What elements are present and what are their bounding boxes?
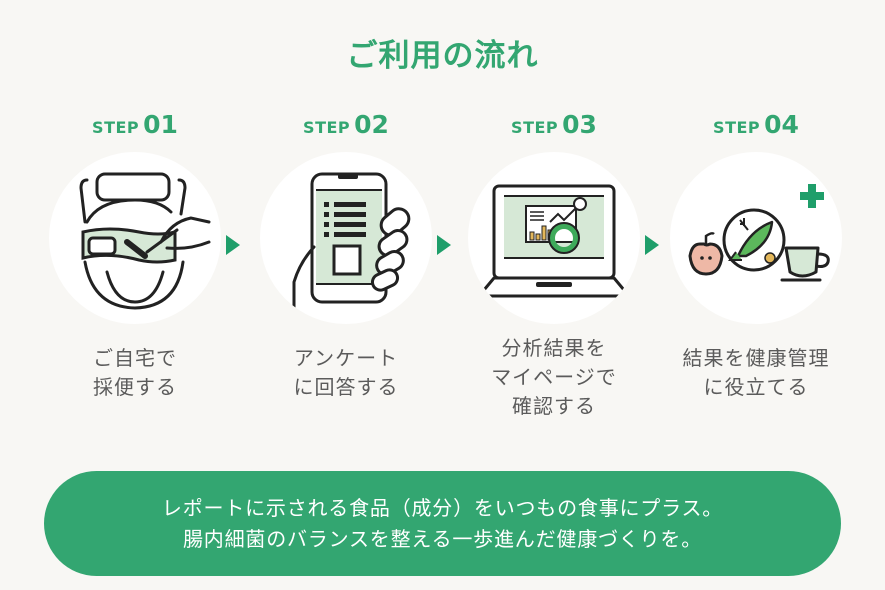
step-illustration-circle: [468, 152, 640, 324]
step-illustration-circle: [49, 152, 221, 324]
step-label: STEP 01: [40, 110, 230, 146]
step-03: STEP 03 分析結果を マイページで 確認する: [459, 110, 649, 421]
plus-icon: [800, 184, 824, 208]
step-description: 結果を健康管理 に役立てる: [661, 344, 851, 402]
step-description: アンケート に回答する: [251, 344, 441, 402]
step-label: STEP 03: [459, 110, 649, 146]
step-word: STEP: [511, 118, 559, 137]
step-01: STEP 01 ご自宅で 採便する: [40, 110, 230, 402]
laptop-report-icon: [482, 184, 626, 298]
banner-line-1: レポートに示される食品（成分）をいつもの食事にプラス。: [161, 495, 724, 520]
desc-line: マイページで: [491, 365, 617, 389]
step-word: STEP: [92, 118, 140, 137]
healthy-food-icon: [688, 184, 830, 282]
smartphone-survey-icon: [292, 172, 411, 324]
step-02: STEP 02 アンケート に回答: [251, 110, 441, 402]
step-number: 04: [764, 110, 799, 139]
desc-line: に役立てる: [703, 375, 809, 399]
desc-line: に回答する: [293, 375, 399, 399]
step-label: STEP 04: [661, 110, 851, 146]
step-illustration-circle: [260, 152, 432, 324]
arrow-right-icon: [226, 235, 240, 255]
arrow-right-icon: [437, 235, 451, 255]
desc-line: 結果を健康管理: [682, 346, 830, 370]
desc-line: 確認する: [512, 394, 596, 418]
desc-line: 採便する: [93, 375, 177, 399]
banner-line-2: 腸内細菌のバランスを整える一歩進んだ健康づくりを。: [183, 526, 702, 551]
desc-line: ご自宅で: [93, 346, 177, 370]
step-number: 02: [354, 110, 389, 139]
arrow-right-icon: [645, 235, 659, 255]
step-description: 分析結果を マイページで 確認する: [459, 334, 649, 421]
step-label: STEP 02: [251, 110, 441, 146]
step-word: STEP: [713, 118, 761, 137]
step-number: 03: [562, 110, 597, 139]
step-number: 01: [143, 110, 178, 139]
page-title: ご利用の流れ: [346, 38, 539, 74]
step-word: STEP: [303, 118, 351, 137]
step-04: STEP 04 結果を健康管理 に役立てる: [661, 110, 851, 402]
desc-line: アンケート: [293, 346, 399, 370]
step-description: ご自宅で 採便する: [40, 344, 230, 402]
toilet-sampling-icon: [79, 172, 211, 310]
summary-banner: レポートに示される食品（成分）をいつもの食事にプラス。 腸内細菌のバランスを整え…: [44, 471, 841, 576]
step-illustration-circle: [670, 152, 842, 324]
desc-line: 分析結果を: [501, 336, 607, 360]
